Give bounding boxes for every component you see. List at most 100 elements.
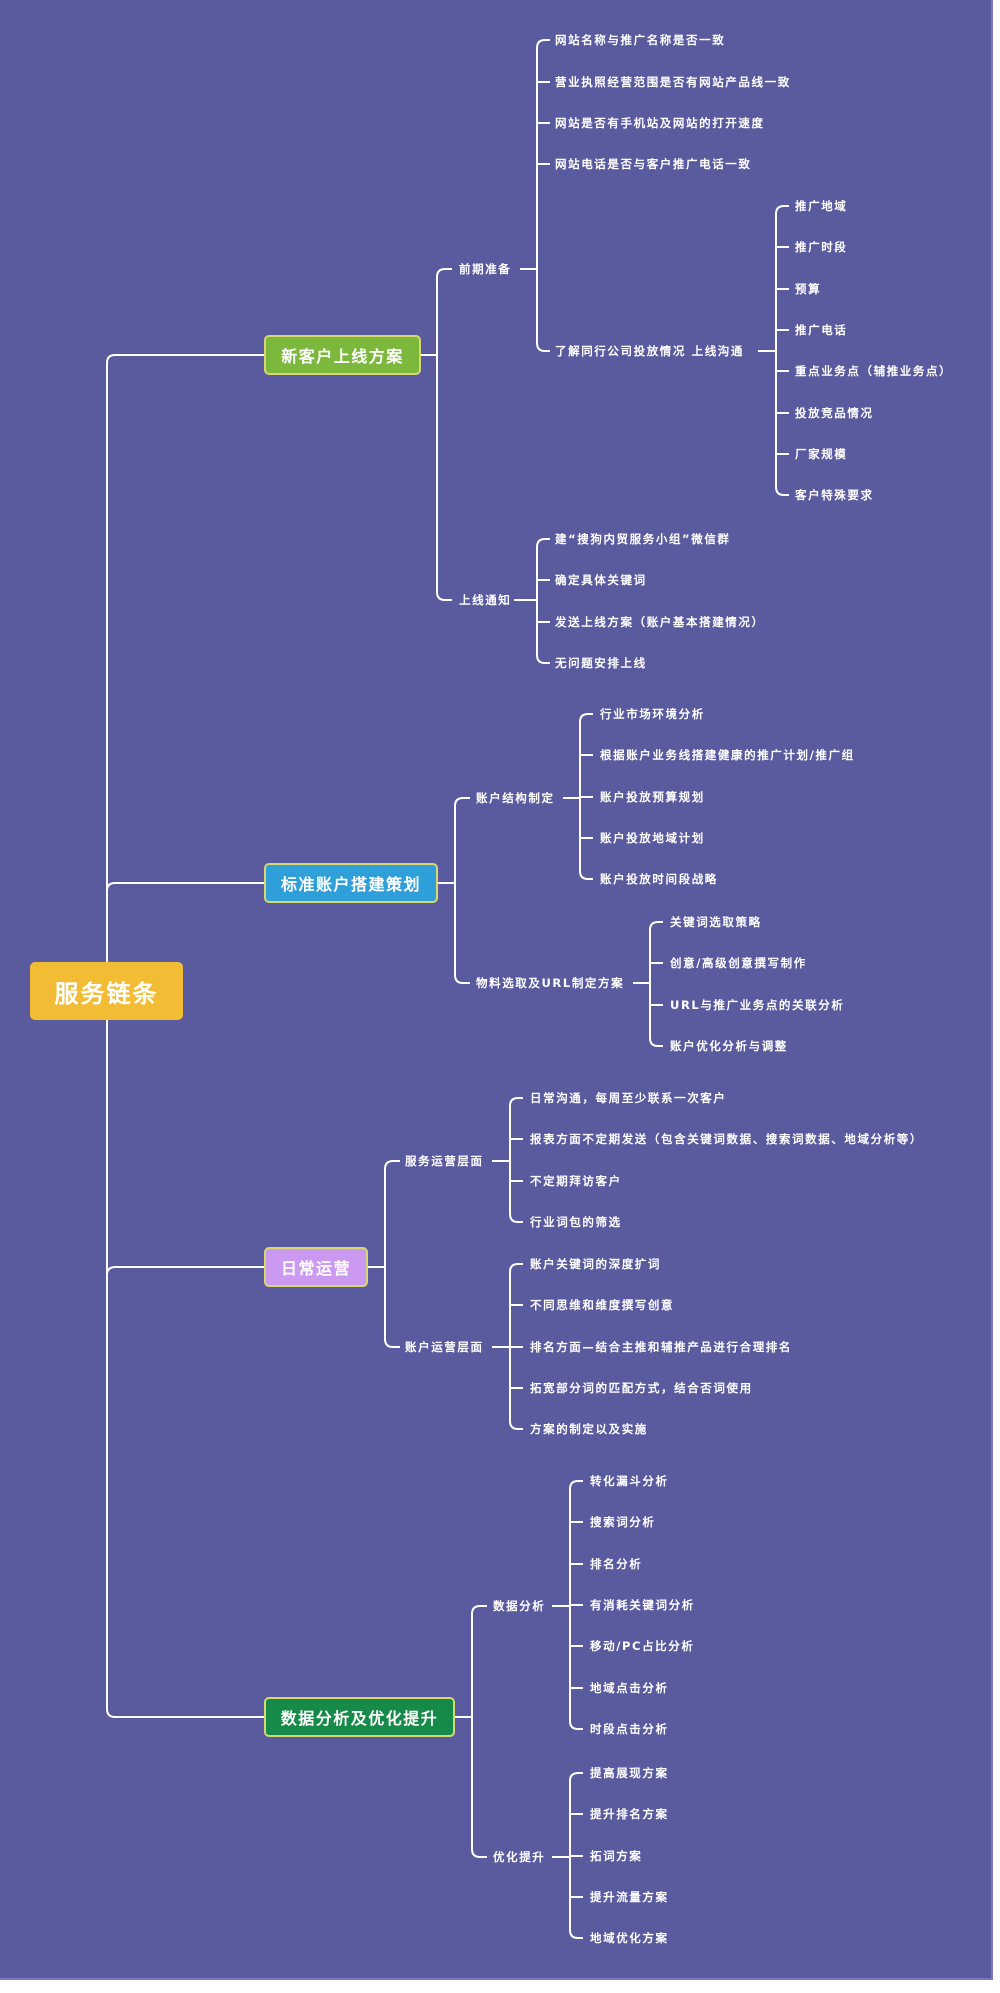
leaf-label: 确定具体关键词 (555, 573, 647, 587)
leaf-node[interactable]: 时段点击分析 (590, 1721, 669, 1737)
topic-label: 物料选取及URL制定方案 (476, 976, 625, 990)
leaf-node[interactable]: 日常沟通，每周至少联系一次客户 (530, 1090, 727, 1106)
leaf-node[interactable]: 发送上线方案（账户基本搭建情况） (555, 614, 765, 630)
leaf-label: 网站是否有手机站及网站的打开速度 (555, 116, 765, 130)
root-node[interactable]: 服务链条 (30, 962, 183, 1020)
leaf-group-1-arm (775, 205, 789, 215)
leaf-label: 方案的制定以及实施 (530, 1422, 648, 1436)
leaf-label: 账户关键词的深度扩词 (530, 1257, 661, 1271)
leaf-group-0-arm (536, 39, 550, 49)
leaf-label: URL与推广业务点的关联分析 (670, 998, 845, 1012)
leaf-node[interactable]: 账户投放地域计划 (600, 830, 705, 846)
topic-label: 账户运营层面 (405, 1340, 484, 1354)
leaf-node[interactable]: 客户特殊要求 (795, 487, 874, 503)
leaf-node[interactable]: 排名方面—结合主推和辅推产品进行合理排名 (530, 1339, 792, 1355)
leaf-node[interactable]: 排名分析 (590, 1556, 642, 1572)
leaf-node[interactable]: 投放竞品情况 (795, 405, 874, 421)
leaf-node[interactable]: 厂家规模 (795, 446, 847, 462)
leaf-node[interactable]: 行业词包的筛选 (530, 1214, 622, 1230)
leaf-node[interactable]: 推广地域 (795, 198, 847, 214)
leaf-node[interactable]: 拓宽部分词的匹配方式，结合否词使用 (530, 1380, 753, 1396)
topic-node[interactable]: 账户运营层面 (405, 1339, 484, 1355)
branch-node-new-client[interactable]: 新客户上线方案 (264, 335, 421, 375)
topic-label: 数据分析 (493, 1599, 546, 1613)
leaf-group-7-arm (569, 1720, 583, 1730)
leaf-label: 关键词选取策略 (670, 915, 762, 929)
leaf-node[interactable]: 账户投放预算规划 (600, 789, 705, 805)
leaf-node[interactable]: 关键词选取策略 (670, 914, 762, 930)
leaf-node[interactable]: 不同思维和维度撰写创意 (530, 1297, 674, 1313)
leaf-node[interactable]: 提高展现方案 (590, 1765, 669, 1781)
leaf-node[interactable]: 创意/高级创意撰写制作 (670, 955, 807, 971)
branch-node-data-analysis[interactable]: 数据分析及优化提升 (264, 1697, 455, 1737)
topic-node[interactable]: 上线通知 (459, 592, 511, 608)
leaf-node[interactable]: 推广电话 (795, 322, 847, 338)
leaf-node[interactable]: 网站是否有手机站及网站的打开速度 (555, 115, 765, 131)
topic-node[interactable]: 数据分析 (493, 1598, 545, 1614)
leaf-node[interactable]: 搜索词分析 (590, 1514, 656, 1530)
leaf-node[interactable]: 地域点击分析 (590, 1680, 669, 1696)
leaf-group-2-arm (536, 654, 550, 664)
branch-node-daily-ops[interactable]: 日常运营 (264, 1247, 368, 1287)
topic-label: 服务运营层面 (405, 1154, 484, 1168)
subtopic-label: 了解同行公司投放情况 上线沟通 (555, 344, 745, 358)
leaf-node[interactable]: 提升流量方案 (590, 1889, 669, 1905)
leaf-node[interactable]: 转化漏斗分析 (590, 1473, 669, 1489)
subtopic-node[interactable]: 了解同行公司投放情况 上线沟通 (555, 343, 744, 359)
branch-node-account-setup[interactable]: 标准账户搭建策划 (264, 863, 438, 903)
leaf-label: 创意/高级创意撰写制作 (670, 956, 807, 970)
leaf-label: 账户投放地域计划 (600, 831, 705, 845)
b4-arm (471, 1605, 487, 1615)
leaf-node[interactable]: 有消耗关键词分析 (590, 1597, 695, 1613)
leaf-label: 有消耗关键词分析 (590, 1598, 695, 1612)
leaf-label: 地域点击分析 (590, 1681, 669, 1695)
leaf-group-5-arm (509, 1213, 523, 1223)
topic-node[interactable]: 物料选取及URL制定方案 (476, 975, 624, 991)
leaf-node[interactable]: 建“搜狗内贸服务小组”微信群 (555, 531, 731, 547)
leaf-node[interactable]: 提升排名方案 (590, 1806, 669, 1822)
leaf-node[interactable]: 网站名称与推广名称是否一致 (555, 32, 725, 48)
branch-label: 数据分析及优化提升 (280, 1709, 439, 1728)
leaf-label: 搜索词分析 (590, 1515, 656, 1529)
leaf-node[interactable]: 不定期拜访客户 (530, 1173, 622, 1189)
leaf-node[interactable]: 营业执照经营范围是否有网站产品线一致 (555, 74, 791, 90)
leaf-group-5-arm (509, 1097, 523, 1107)
topic-node[interactable]: 账户结构制定 (476, 790, 555, 806)
leaf-node[interactable]: 报表方面不定期发送（包含关键词数据、搜索词数据、地域分析等） (530, 1131, 923, 1147)
leaf-node[interactable]: 账户优化分析与调整 (670, 1038, 788, 1054)
leaf-node[interactable]: 拓词方案 (590, 1848, 642, 1864)
topic-node[interactable]: 优化提升 (493, 1849, 545, 1865)
leaf-label: 重点业务点（辅推业务点） (795, 364, 953, 378)
leaf-node[interactable]: 行业市场环境分析 (600, 706, 705, 722)
leaf-node[interactable]: URL与推广业务点的关联分析 (670, 997, 844, 1013)
leaf-label: 推广时段 (795, 240, 848, 254)
topic-node[interactable]: 前期准备 (459, 261, 511, 277)
leaf-node[interactable]: 账户投放时间段战略 (600, 871, 718, 887)
leaf-group-6-arm (509, 1263, 523, 1273)
leaf-group-2-arm (536, 538, 550, 548)
leaf-group-4-arm (649, 1037, 663, 1047)
topic-node[interactable]: 服务运营层面 (405, 1153, 484, 1169)
leaf-label: 拓词方案 (590, 1849, 643, 1863)
leaf-group-1-arm (775, 486, 789, 496)
leaf-node[interactable]: 确定具体关键词 (555, 572, 647, 588)
leaf-node[interactable]: 根据账户业务线搭建健康的推广计划/推广组 (600, 747, 855, 763)
leaf-node[interactable]: 方案的制定以及实施 (530, 1421, 648, 1437)
leaf-node[interactable]: 账户关键词的深度扩词 (530, 1256, 661, 1272)
topic-label: 优化提升 (493, 1850, 546, 1864)
leaf-node[interactable]: 网站电话是否与客户推广电话一致 (555, 156, 752, 172)
leaf-node[interactable]: 重点业务点（辅推业务点） (795, 363, 952, 379)
leaf-label: 无问题安排上线 (555, 656, 647, 670)
b3-arm (384, 1338, 400, 1348)
leaf-node[interactable]: 推广时段 (795, 239, 847, 255)
leaf-label: 账户投放预算规划 (600, 790, 705, 804)
leaf-node[interactable]: 移动/PC占比分析 (590, 1638, 694, 1654)
trunk-arm (106, 1266, 264, 1276)
leaf-node[interactable]: 预算 (795, 281, 821, 297)
leaf-label: 投放竞品情况 (795, 406, 874, 420)
leaf-label: 网站电话是否与客户推广电话一致 (555, 157, 752, 171)
b1-arm (436, 268, 452, 278)
leaf-label: 不同思维和维度撰写创意 (530, 1298, 675, 1312)
leaf-node[interactable]: 地域优化方案 (590, 1930, 669, 1946)
leaf-node[interactable]: 无问题安排上线 (555, 655, 647, 671)
